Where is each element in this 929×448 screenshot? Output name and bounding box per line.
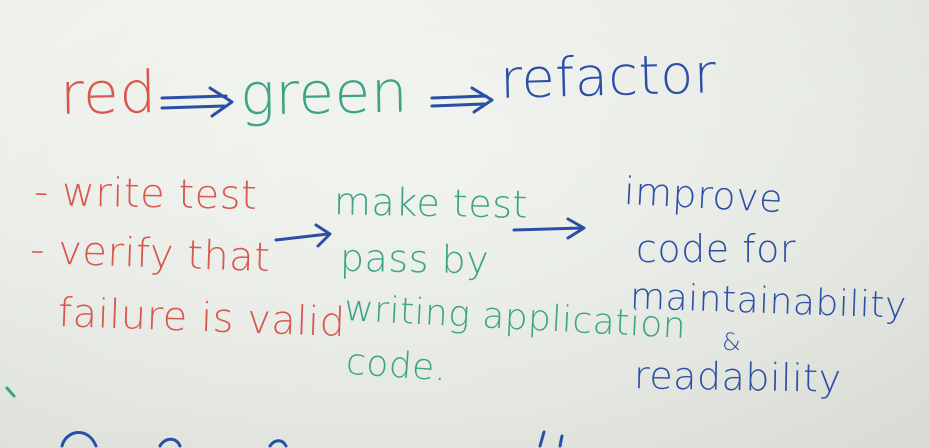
heading-refactor: refactor <box>499 42 718 111</box>
blue-note-2: code for <box>636 227 796 271</box>
blue-note-3: maintainability <box>629 276 908 327</box>
arrow-red-to-green-notes-icon <box>274 223 332 248</box>
heading-green: green <box>239 57 409 129</box>
green-note-1: make test <box>333 179 529 227</box>
red-note-2: - verify that <box>29 226 272 282</box>
blue-note-1: improve <box>622 168 785 222</box>
red-note-1: - write test <box>33 169 258 219</box>
heading-red: red <box>59 58 158 128</box>
arrow-green-to-blue-notes-icon <box>512 217 586 240</box>
blue-note-5: readability <box>633 353 842 401</box>
cut-off-bottom-writing-icon <box>60 430 564 448</box>
green-note-4: code. <box>344 341 449 390</box>
red-note-3: failure is valid <box>57 289 347 347</box>
edge-mark-icon <box>5 386 16 398</box>
arrow-green-to-refactor-icon <box>430 86 494 114</box>
arrow-red-to-green-icon <box>160 86 234 118</box>
blue-note-4: & <box>722 328 742 356</box>
green-note-2: pass by <box>339 235 490 283</box>
